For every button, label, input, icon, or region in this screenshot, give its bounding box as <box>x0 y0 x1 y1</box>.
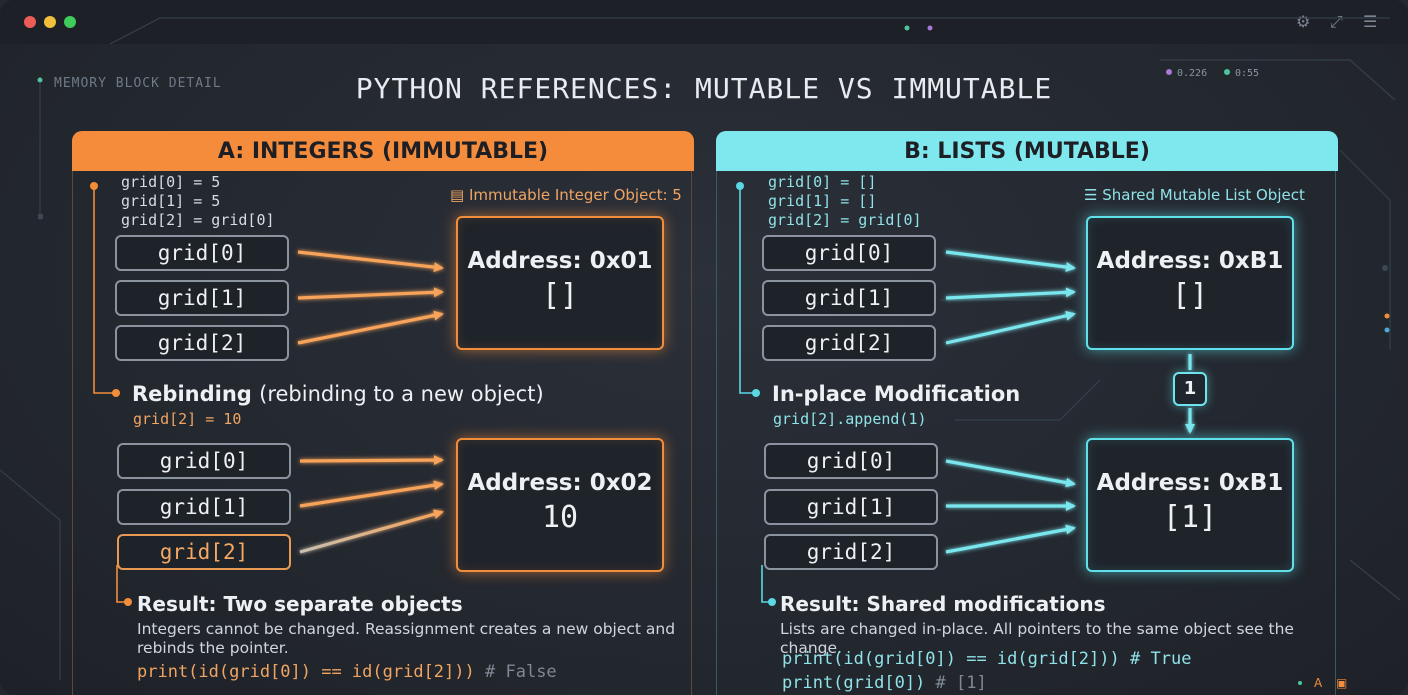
readout-1: 0.226 <box>1166 68 1207 79</box>
object-value: [1] <box>1162 500 1218 535</box>
object-value: [] <box>541 278 579 313</box>
panel-b-header: B: LISTS (MUTABLE) <box>716 131 1338 171</box>
panel-a-object-bottom: Address: 0x02 10 <box>456 438 664 572</box>
document-icon: ▤ <box>450 186 469 204</box>
panel-a-var-bottom-0: grid[0] <box>117 443 291 479</box>
memory-block-label: MEMORY BLOCK DETAIL <box>54 76 222 91</box>
panel-b-var-bottom-2: grid[2] <box>764 534 938 570</box>
panel-a-object-caption: ▤ Immutable Integer Object: 5 <box>450 186 682 204</box>
panel-a-var-top-0: grid[0] <box>115 235 289 271</box>
expand-icon[interactable]: ⤢ <box>1330 12 1343 31</box>
maximize-window-button[interactable] <box>64 16 76 28</box>
panel-a-header: A: INTEGERS (IMMUTABLE) <box>72 131 694 171</box>
panel-a-var-bottom-2: grid[2] <box>117 534 291 570</box>
panel-b-result-code: print(id(grid[0]) == id(grid[2])) # True… <box>782 649 1192 693</box>
panel-a-rebind-code: grid[2] = 10 <box>133 410 242 428</box>
object-address: Address: 0xB1 <box>1096 248 1284 274</box>
panel-b-var-bottom-1: grid[1] <box>764 489 938 525</box>
gear-icon[interactable]: ⚙ <box>1296 12 1311 31</box>
panel-integers: A: INTEGERS (IMMUTABLE) <box>72 131 694 695</box>
panel-b-result-title: Result: Shared modifications <box>780 592 1106 616</box>
font-icon[interactable]: A <box>1314 676 1323 690</box>
panel-b-var-top-2: grid[2] <box>762 325 936 361</box>
panel-b-modify-code: grid[2].append(1) <box>773 410 927 428</box>
object-address: Address: 0xB1 <box>1096 470 1284 496</box>
panel-a-result-title: Result: Two separate objects <box>137 592 463 616</box>
panel-a-object-top: Address: 0x01 [] <box>456 216 664 350</box>
append-value-badge: 1 <box>1173 372 1207 406</box>
page-title: PYTHON REFERENCES: MUTABLE VS IMMUTABLE <box>355 72 1053 105</box>
panel-a-result-code: print(id(grid[0]) == id(grid[2])) # Fals… <box>137 662 557 682</box>
panel-a-var-top-2: grid[2] <box>115 325 289 361</box>
panel-b-modify-title: In-place Modification <box>772 382 1021 406</box>
image-icon[interactable]: ▣ <box>1336 676 1348 690</box>
readout-2: 0:55 <box>1224 68 1259 79</box>
close-window-button[interactable] <box>24 16 36 28</box>
object-address: Address: 0x02 <box>467 470 653 496</box>
panel-b-object-caption: ☰ Shared Mutable List Object <box>1084 186 1305 204</box>
panel-b-result-text: Lists are changed in-place. All pointers… <box>780 620 1294 657</box>
object-address: Address: 0x01 <box>467 248 653 274</box>
panel-b-var-top-0: grid[0] <box>762 235 936 271</box>
object-value: [] <box>1171 278 1209 313</box>
panel-b-var-top-1: grid[1] <box>762 280 936 316</box>
panel-a-var-bottom-1: grid[1] <box>117 489 291 525</box>
menu-icon[interactable]: ☰ <box>1363 12 1378 31</box>
panel-b-object-top: Address: 0xB1 [] <box>1086 216 1294 350</box>
panel-lists: B: LISTS (MUTABLE) <box>716 131 1338 695</box>
minimize-window-button[interactable] <box>44 16 56 28</box>
title-bar: ⚙ ⤢ ☰ <box>0 0 1408 44</box>
panel-a-var-top-1: grid[1] <box>115 280 289 316</box>
panel-b-object-bottom: Address: 0xB1 [1] <box>1086 438 1294 572</box>
panel-a-result-text: Integers cannot be changed. Reassignment… <box>137 620 676 657</box>
panel-a-rebind-title: Rebinding (rebinding to a new object) <box>132 382 544 406</box>
panel-b-setup-code: grid[0] = []grid[1] = []grid[2] = grid[0… <box>768 173 922 229</box>
list-icon: ☰ <box>1084 186 1103 204</box>
panel-b-var-bottom-0: grid[0] <box>764 443 938 479</box>
object-value: 10 <box>541 500 579 535</box>
